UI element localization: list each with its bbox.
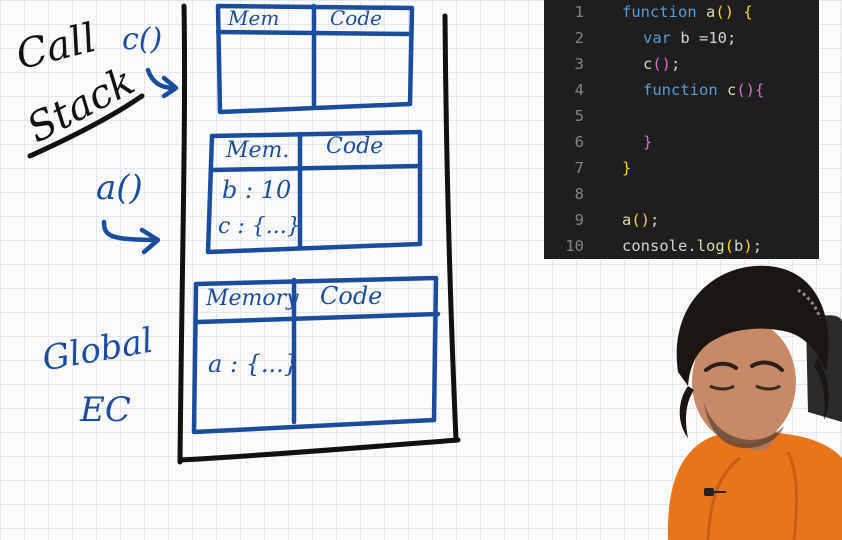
- line-number: 2: [574, 29, 584, 47]
- line-number: 6: [574, 133, 584, 151]
- stack-frame-a: [205, 129, 423, 255]
- arrow-to-a-frame: [101, 219, 161, 255]
- line-number: 1: [574, 3, 584, 21]
- code-editor-panel: 1 function a() { 2 var b =10; 3 c(); 4 f…: [544, 0, 819, 259]
- frame3-memory-line-a: a : {...}: [208, 350, 300, 378]
- line-number: 10: [565, 237, 584, 255]
- stack-frame-c: [215, 3, 415, 115]
- arrow-to-c-frame: [145, 67, 179, 99]
- code-line: function a() {: [622, 3, 753, 21]
- frame2-memory-line-c: c : {...}: [218, 214, 301, 239]
- line-number: 9: [574, 211, 584, 229]
- stack-frame-global: [191, 275, 441, 435]
- face: [692, 320, 796, 444]
- hair: [676, 265, 829, 386]
- frame2-code-header: Code: [326, 134, 384, 159]
- frame2-memory-header: Mem.: [226, 138, 290, 163]
- frame1-memory-header: Mem: [228, 6, 280, 30]
- code-line: c();: [643, 55, 681, 73]
- code-line: console.log(b);: [622, 237, 763, 255]
- c-function-label: c(): [122, 22, 163, 57]
- code-line: }: [622, 159, 632, 177]
- line-number: 7: [574, 159, 584, 177]
- call-stack-underline: [27, 93, 145, 159]
- line-number: 5: [574, 107, 584, 125]
- line-number: 8: [574, 185, 584, 203]
- code-line: a();: [622, 211, 660, 229]
- frame1-code-header: Code: [330, 6, 382, 30]
- code-line: function c(){: [643, 81, 765, 99]
- code-line: var b =10;: [643, 29, 737, 47]
- code-line: }: [643, 133, 653, 151]
- a-function-label: a(): [96, 168, 143, 208]
- line-number: 3: [574, 55, 584, 73]
- call-stack-container: [177, 3, 461, 465]
- global-ec-label-line2: EC: [80, 390, 131, 430]
- frame3-code-header: Code: [320, 282, 383, 310]
- presenter-webcam: [667, 265, 842, 540]
- line-number: 4: [574, 81, 584, 99]
- lapel-microphone: [704, 488, 726, 496]
- frame3-memory-header: Memory: [206, 286, 299, 311]
- frame2-memory-line-b: b : 10: [222, 176, 292, 204]
